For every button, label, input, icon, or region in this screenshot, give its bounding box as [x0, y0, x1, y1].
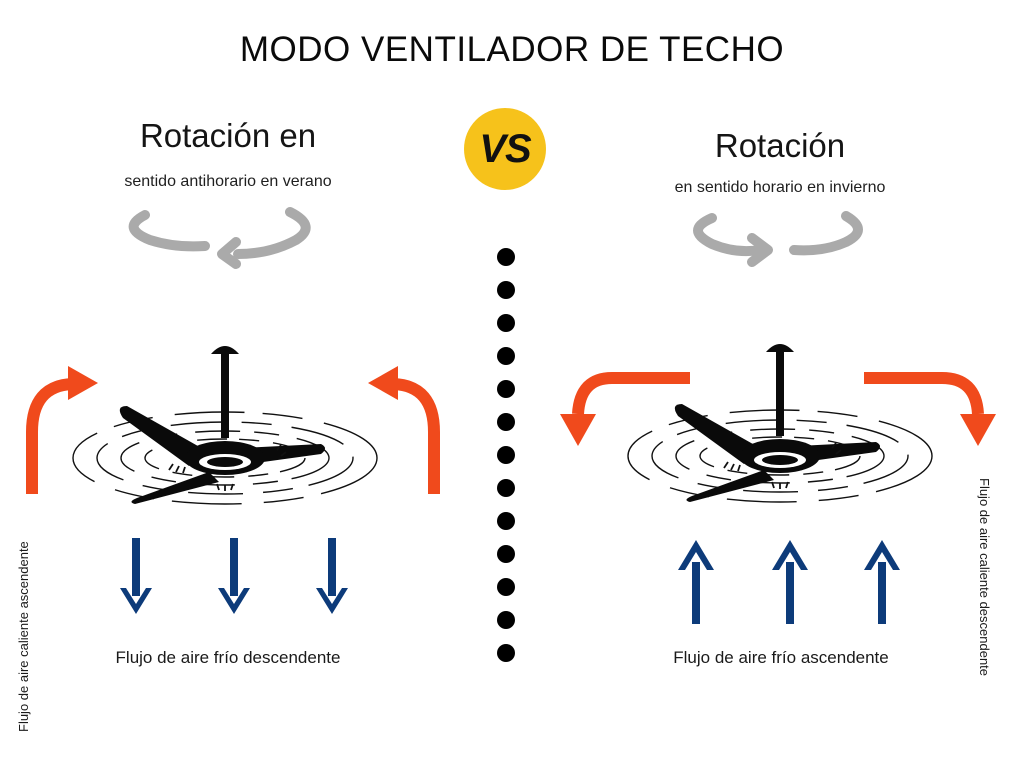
summer-down-caption: Flujo de aire frío descendente	[115, 648, 341, 667]
divider-dot	[497, 380, 515, 398]
summer-subheading: sentido antihorario en verano	[124, 173, 332, 190]
divider-dot	[497, 446, 515, 464]
winter-ceiling-fan-icon	[627, 343, 933, 503]
vs-badge: VS	[464, 108, 546, 190]
divider-dot	[497, 314, 515, 332]
winter-up-caption: Flujo de aire frío ascendente	[673, 648, 889, 667]
summer-heading: Rotación en	[139, 117, 317, 154]
divider-dot	[497, 512, 515, 530]
warm-air-down-arrow-icon	[560, 372, 690, 446]
divider-dot	[497, 644, 515, 662]
divider-dot	[497, 611, 515, 629]
divider-dot	[497, 578, 515, 596]
warm-air-up-arrow-icon	[368, 366, 440, 494]
winter-heading: Rotación	[714, 127, 846, 164]
warm-air-down-arrow-icon	[864, 372, 996, 446]
divider-dot	[497, 413, 515, 431]
divider-dot	[497, 281, 515, 299]
clockwise-rotation-icon	[693, 211, 863, 267]
cool-air-up-arrow-icon	[864, 540, 900, 624]
page-title: MODO VENTILADOR DE TECHO	[239, 30, 785, 69]
cool-air-down-arrow-icon	[316, 538, 348, 614]
counterclockwise-rotation-icon	[128, 207, 311, 269]
winter-subheading: en sentido horario en invierno	[674, 179, 886, 196]
divider-dot	[497, 347, 515, 365]
cool-air-up-arrow-icon	[678, 540, 714, 624]
vs-label: VS	[479, 126, 531, 171]
cool-air-up-arrow-icon	[772, 540, 808, 624]
cool-air-down-arrow-icon	[120, 538, 152, 614]
summer-ceiling-fan-icon	[72, 345, 378, 505]
divider-dot	[497, 479, 515, 497]
divider-dot	[497, 545, 515, 563]
divider-dot	[497, 248, 515, 266]
dotted-divider	[497, 248, 515, 677]
cool-air-down-arrow-icon	[218, 538, 250, 614]
warm-air-up-arrow-icon	[26, 366, 98, 494]
